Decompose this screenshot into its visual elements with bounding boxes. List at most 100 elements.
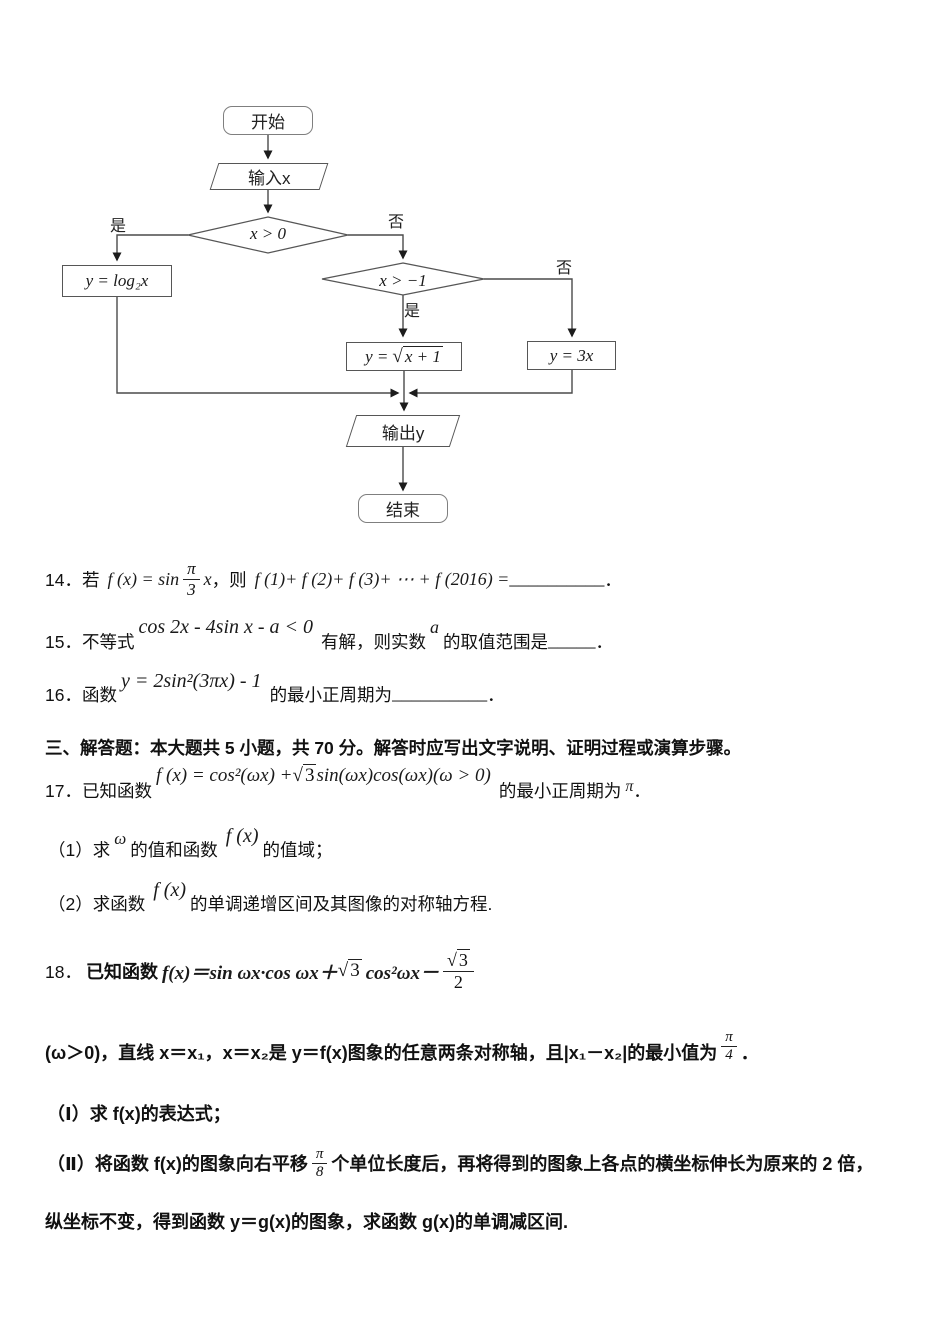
sqrt-box-radicand: x + 1	[402, 346, 443, 366]
p17-pi: π	[625, 778, 634, 795]
p17-lead: 17．已知函数	[45, 780, 152, 801]
problem-16: 16．函数 y = 2sin²(3πx) - 1 的最小正周期为 _______…	[45, 670, 505, 710]
problem-18: 18． 已知函数 f(x)＝sin ωx·cos ωx＋ √3 cos²ωx－ …	[45, 936, 474, 1006]
p18b-frac-num: π	[721, 1029, 737, 1047]
problem-18-sub2-line2: 纵坐标不变，得到函数 y＝g(x)的图象，求函数 g(x)的单调减区间.	[45, 1206, 568, 1236]
p15-lead: 15．不等式	[45, 631, 135, 652]
problem-18-sub2: （Ⅱ）将函数 f(x)的图象向右平移 π 8 个单位长度后，再将得到的图象上各点…	[47, 1140, 873, 1186]
end-label: 结束	[386, 501, 420, 520]
p18-radical: √3	[337, 959, 362, 982]
p18-radicand: 3	[348, 959, 362, 981]
p17-formula-part1: f (x) = cos²(ωx) +	[155, 765, 293, 786]
p15-answer-blank: _____	[548, 630, 596, 651]
p14-fraction: π 3	[183, 559, 200, 599]
p18-frac-num-radicand: 3	[456, 949, 470, 971]
p17-radicand: 3	[302, 764, 317, 786]
p18b-frac-den: 4	[725, 1046, 733, 1063]
p17-1-fx: f (x)	[225, 824, 259, 847]
sqrt-box-prefix: y =	[365, 346, 389, 366]
p18-2-text2: 个单位长度后，再将得到的图象上各点的横坐标伸长为原来的 2 倍，	[331, 1154, 874, 1174]
p16-lead: 16．函数	[45, 684, 117, 705]
problem-18-sub1: （Ⅰ）求 f(x)的表达式；	[47, 1098, 231, 1128]
process-box-log: y = log₂x	[62, 265, 172, 297]
p18-3-text: 纵坐标不变，得到函数 y＝g(x)的图象，求函数 g(x)的单调减区间.	[45, 1212, 568, 1232]
p14-series: f (1)+ f (2)+ f (3)+ ⋯ + f (2016) =	[254, 568, 510, 589]
p17-mid: 的最小正周期为	[498, 780, 622, 801]
p18-formula-part1: f(x)＝sin ωx·cos ωx＋	[161, 962, 338, 984]
process-box-linear-label: y = 3x	[549, 345, 594, 365]
p14-frac-num: π	[183, 559, 200, 580]
p14-lead: 14．若	[45, 569, 100, 590]
p15-mid1: 有解，则实数	[321, 631, 427, 652]
problem-17-sub1: （1）求 ω 的值和函数 f (x) 的值域；	[48, 824, 333, 866]
p15-tail: ．	[595, 631, 614, 652]
p14-function: f (x) = sin	[107, 568, 180, 589]
problem-14: 14．若 f (x) = sin π 3 x ，则 f (1)+ f (2)+ …	[45, 556, 622, 602]
p16-formula: y = 2sin²(3πx) - 1	[120, 669, 262, 692]
problem-18-condition: (ω＞0)，直线 x＝x₁，x＝x₂是 y＝f(x)图象的任意两条对称轴，且|x…	[45, 1028, 759, 1076]
start-terminal: 开始	[223, 106, 313, 135]
output-parallelogram: 输出y	[345, 415, 461, 447]
problem-17-sub2: （2）求函数 f (x) 的单调递增区间及其图像的对称轴方程.	[48, 878, 492, 920]
p17-1-text1: 的值和函数	[130, 839, 218, 860]
p17-1-omega: ω	[114, 829, 127, 848]
input-label: 输入x	[247, 169, 291, 188]
p17-2-fx: f (x)	[153, 878, 186, 901]
p18-fraction: √3 2	[442, 949, 474, 992]
process-box-linear: y = 3x	[527, 341, 616, 370]
decision-diamond-x-gt-0	[187, 216, 349, 254]
p16-mid: 的最小正周期为	[269, 684, 393, 705]
p18-frac-num: √3	[442, 949, 474, 972]
branch-yes2-label: 是	[404, 303, 421, 320]
input-parallelogram: 输入x	[209, 163, 329, 190]
output-label: 输出y	[381, 423, 425, 443]
p17-2-text1: 的单调递增区间及其图像的对称轴方程.	[190, 893, 493, 914]
p18-2-frac-num: π	[311, 1146, 328, 1164]
p18-1-text: （Ⅰ）求 f(x)的表达式；	[47, 1104, 231, 1124]
start-label: 开始	[251, 113, 285, 132]
p18b-text1: (ω＞0)，直线 x＝x₁，x＝x₂是 y＝f(x)图象的任意两条对称轴，且|x…	[45, 1043, 718, 1063]
p18b-fraction: π 4	[721, 1029, 737, 1064]
radical-sign: √	[337, 960, 349, 981]
p18-2-fraction: π 8	[311, 1146, 328, 1181]
section-3-title: 三、解答题：本大题共 5 小题，共 70 分。解答时应写出文字说明、证明过程或演…	[45, 737, 742, 758]
flowchart: 开始 输入x x > 0 是 否 y = log₂x x > −1 是 否 y …	[0, 0, 950, 550]
p15-var-a: a	[430, 616, 440, 637]
p18-2-text1: （Ⅱ）将函数 f(x)的图象向右平移	[47, 1154, 308, 1174]
p17-formula-part2: sin(ωx)cos(ωx)(ω > 0)	[316, 765, 491, 786]
p18-num: 18．	[45, 961, 82, 982]
end-terminal: 结束	[358, 494, 448, 523]
p14-mid: ，则	[211, 569, 247, 590]
section-3-header: 三、解答题：本大题共 5 小题，共 70 分。解答时应写出文字说明、证明过程或演…	[45, 734, 741, 760]
p14-answer-blank: __________	[509, 568, 605, 589]
p18-lead: 已知函数	[85, 962, 158, 982]
p16-tail: ．	[487, 684, 505, 705]
p17-radical: √3	[292, 764, 317, 787]
p15-mid2: 的取值范围是	[443, 631, 549, 652]
p18-2-frac-den: 8	[315, 1163, 324, 1180]
decision2-label: x > −1	[379, 271, 427, 290]
process-box-log-label: y = log₂x	[85, 271, 149, 290]
p14-tail: ．	[604, 569, 622, 590]
p17-1-bracket: （1）求	[48, 839, 111, 860]
radical-sign: √	[446, 950, 457, 971]
p14-frac-den: 3	[187, 579, 196, 599]
p17-1-text2: 的值域；	[262, 839, 333, 860]
branch-yes1-label: 是	[110, 218, 127, 235]
p18-formula-part2: cos²ωx－	[365, 962, 439, 984]
radical-sign: √	[292, 765, 303, 786]
p17-2-bracket: （2）求函数	[48, 893, 146, 914]
flowchart-connectors	[112, 135, 577, 492]
decision-diamond-x-gt-neg1	[321, 262, 485, 296]
decision1-label: x > 0	[249, 224, 287, 243]
branch-no2-label: 否	[556, 260, 573, 277]
p16-answer-blank: __________	[392, 683, 488, 704]
process-box-sqrt: y = √x + 1	[346, 342, 462, 371]
problem-17: 17．已知函数 f (x) = cos²(ωx) + √3 sin(ωx)cos…	[45, 764, 651, 806]
p18-frac-den: 2	[453, 971, 463, 992]
branch-no1-label: 否	[388, 214, 405, 231]
p18b-tail: ．	[740, 1043, 759, 1063]
p17-tail: ．	[633, 780, 651, 801]
p15-formula: cos 2x - 4sin x - a < 0	[138, 615, 314, 638]
